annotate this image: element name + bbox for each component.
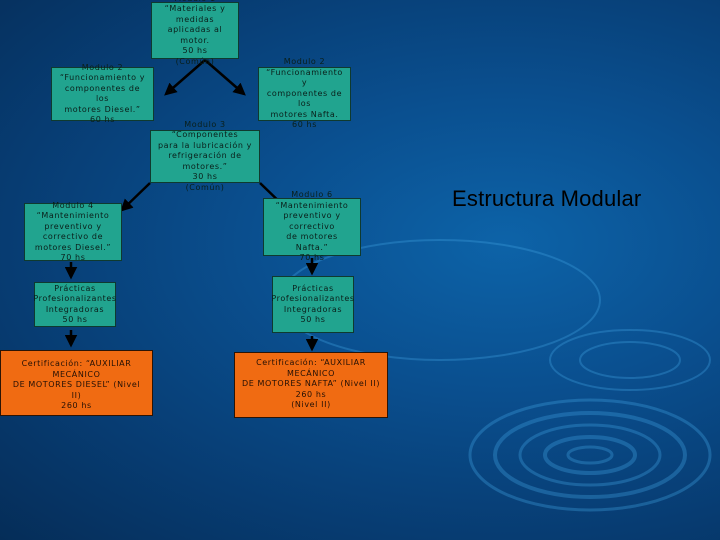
module-1-box: Modulo 1 “Materiales y medidas aplicadas… [151, 0, 239, 66]
certificacion-diesel-box: Certificación: “AUXILIAR MECÁNICO DE MOT… [0, 350, 153, 416]
practicas-left-box: Prácticas Profesionalizantes Integradora… [33, 282, 116, 327]
arrow-m1-to-m2-nafta [204, 59, 246, 96]
module-6-box: Modulo 6 “Mantenimiento preventivo y cor… [263, 190, 361, 262]
arrow-m3-to-m4 [120, 182, 151, 212]
certificacion-nafta-box: Certificación: “AUXILIAR MECÁNICO DE MOT… [234, 352, 388, 418]
arrow-m1-to-m2-diesel [164, 59, 206, 96]
page-title: Estructura Modular [452, 186, 642, 211]
practicas-right-box: Prácticas Profesionalizantes Integradora… [271, 276, 354, 333]
module-2-nafta-box: Modulo 2 “Funcionamiento y componentes d… [258, 57, 351, 129]
module-3-box: Modulo 3 “Componentes para la lubricació… [150, 120, 260, 192]
module-4-box: Modulo 4 “Mantenimiento preventivo y cor… [24, 201, 122, 262]
module-2-diesel-box: Modulo 2 “Funcionamiento y componentes d… [51, 63, 154, 124]
